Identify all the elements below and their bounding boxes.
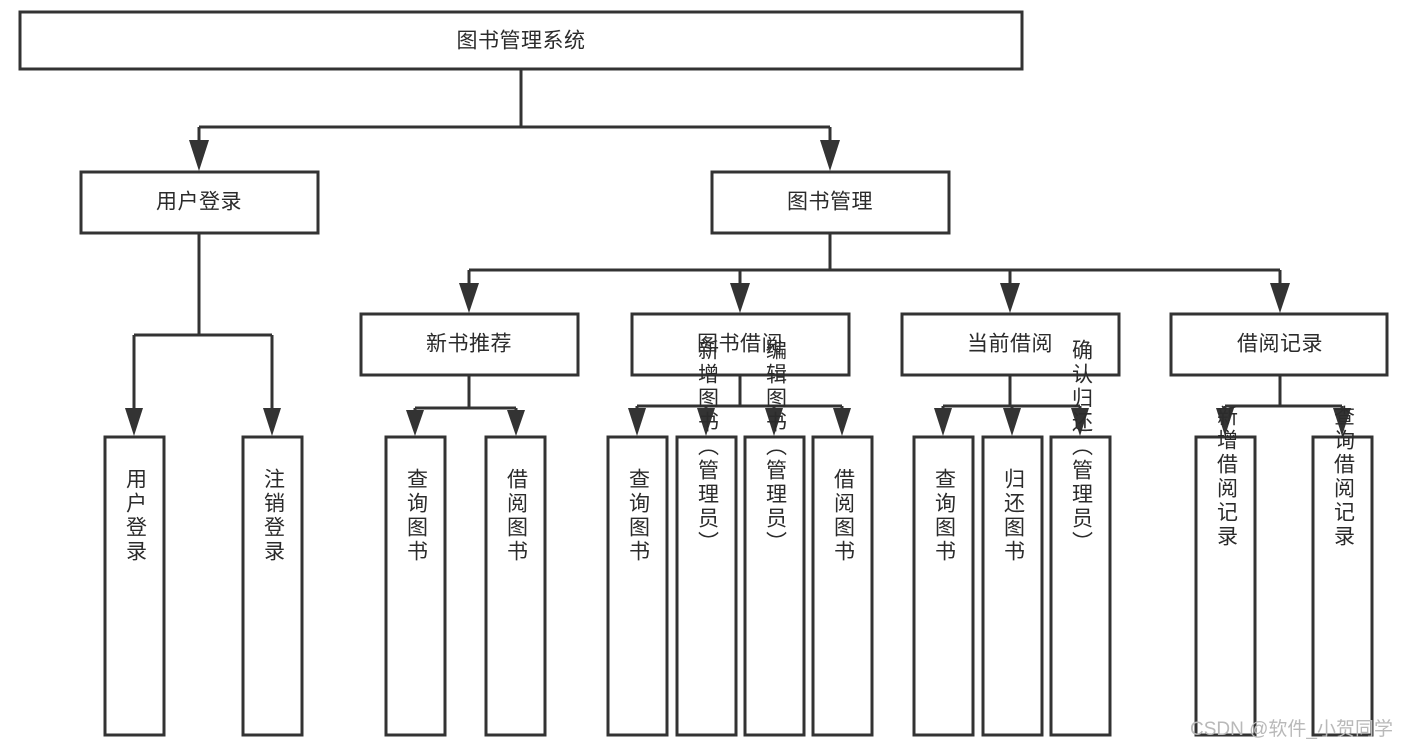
node-current-borrow[interactable]: 当前借阅 xyxy=(900,312,1121,377)
node-leaf-user-logout-box[interactable] xyxy=(241,435,304,737)
node-book-borrow-box[interactable] xyxy=(630,312,851,377)
node-leaf-query-book-2[interactable]: 查询图书 xyxy=(606,435,669,737)
node-leaf-borrow-book-2[interactable]: 借阅图书 xyxy=(811,435,874,737)
node-leaf-query-book-2-box[interactable] xyxy=(606,435,669,737)
arrowhead-leaf-borrow-book-1 xyxy=(507,410,525,436)
node-leaf-confirm-return-label: 确认归还（管理员） xyxy=(1070,339,1094,555)
arrowhead-leaf-add-book xyxy=(697,408,715,436)
node-new-book-rec[interactable]: 新书推荐 xyxy=(359,312,580,377)
node-leaf-borrow-book-1[interactable]: 借阅图书 xyxy=(484,435,547,737)
arrowhead-borrow-record xyxy=(1270,283,1290,313)
node-new-book-rec-label: 新书推荐 xyxy=(426,333,512,356)
node-leaf-query-book-2-label: 查询图书 xyxy=(627,468,651,564)
node-leaf-add-record[interactable]: 新增借阅记录 xyxy=(1194,405,1257,737)
node-leaf-add-record-label: 新增借阅记录 xyxy=(1215,405,1239,549)
arrowhead-leaf-query-record xyxy=(1333,408,1351,436)
node-leaf-user-login[interactable]: 用户登录 xyxy=(103,435,166,737)
arrowhead-leaf-query-book-3 xyxy=(934,408,952,436)
node-leaf-query-record[interactable]: 查询借阅记录 xyxy=(1311,405,1374,737)
node-book-manage-label: 图书管理 xyxy=(787,191,873,214)
node-leaf-query-book-3[interactable]: 查询图书 xyxy=(912,435,975,737)
node-book-borrow[interactable]: 图书借阅 xyxy=(630,312,851,377)
node-leaf-user-logout[interactable]: 注销登录 xyxy=(241,435,304,737)
arrowhead-leaf-user-logout xyxy=(263,408,281,436)
node-borrow-record-box[interactable] xyxy=(1169,312,1389,377)
node-leaf-query-record-box[interactable] xyxy=(1311,435,1374,737)
node-user-login[interactable]: 用户登录 xyxy=(79,170,320,235)
node-leaf-add-book[interactable]: 新增图书（管理员） xyxy=(675,339,738,737)
node-leaf-return-book-label: 归还图书 xyxy=(1002,468,1026,564)
node-leaf-edit-book-box[interactable] xyxy=(743,435,806,737)
node-borrow-record[interactable]: 借阅记录 xyxy=(1169,312,1389,377)
node-leaf-add-book-box[interactable] xyxy=(675,435,738,737)
node-leaf-query-book-1-box[interactable] xyxy=(384,435,447,737)
node-leaf-confirm-return[interactable]: 确认归还（管理员） xyxy=(1049,339,1112,737)
node-root-label: 图书管理系统 xyxy=(457,30,586,53)
node-user-login-box[interactable] xyxy=(79,170,320,235)
arrowhead-current-borrow xyxy=(1000,283,1020,313)
arrowhead-book-manage xyxy=(820,140,840,171)
node-leaf-return-book-box[interactable] xyxy=(981,435,1044,737)
node-leaf-query-record-label: 查询借阅记录 xyxy=(1332,405,1356,549)
node-leaf-user-login-box[interactable] xyxy=(103,435,166,737)
arrowhead-leaf-return-book xyxy=(1003,408,1021,436)
node-current-borrow-box[interactable] xyxy=(900,312,1121,377)
node-leaf-confirm-return-box[interactable] xyxy=(1049,435,1112,737)
arrowhead-new-book-rec xyxy=(459,283,479,313)
arrowhead-leaf-add-record xyxy=(1216,408,1234,436)
node-book-manage-box[interactable] xyxy=(710,170,951,235)
node-leaf-query-book-1[interactable]: 查询图书 xyxy=(384,435,447,737)
node-root-box[interactable] xyxy=(18,10,1024,71)
edges-layer xyxy=(125,69,1351,436)
arrowhead-leaf-query-book-2 xyxy=(628,408,646,436)
node-leaf-add-record-box[interactable] xyxy=(1194,435,1257,737)
node-leaf-edit-book-label: 编辑图书（管理员） xyxy=(764,339,788,555)
node-leaf-add-book-label: 新增图书（管理员） xyxy=(696,339,720,555)
node-current-borrow-label: 当前借阅 xyxy=(967,333,1053,356)
arrowhead-leaf-borrow-book-2 xyxy=(833,408,851,436)
node-leaf-borrow-book-1-box[interactable] xyxy=(484,435,547,737)
node-leaf-query-book-3-label: 查询图书 xyxy=(933,468,957,564)
arrowhead-leaf-edit-book xyxy=(765,408,783,436)
arrowhead-book-borrow xyxy=(730,283,750,313)
arrowhead-user-login xyxy=(189,140,209,171)
node-borrow-record-label: 借阅记录 xyxy=(1237,333,1323,356)
node-leaf-borrow-book-2-label: 借阅图书 xyxy=(832,468,856,564)
node-leaf-query-book-1-label: 查询图书 xyxy=(405,468,429,564)
node-leaf-query-book-3-box[interactable] xyxy=(912,435,975,737)
node-leaf-edit-book[interactable]: 编辑图书（管理员） xyxy=(743,339,806,737)
node-user-login-label: 用户登录 xyxy=(156,191,242,214)
arrowhead-leaf-user-login xyxy=(125,408,143,436)
arrowhead-leaf-query-book-1 xyxy=(406,410,424,436)
node-leaf-user-logout-label: 注销登录 xyxy=(262,468,286,564)
node-book-borrow-label: 图书借阅 xyxy=(697,333,783,356)
node-book-manage[interactable]: 图书管理 xyxy=(710,170,951,235)
node-root[interactable]: 图书管理系统 xyxy=(18,10,1024,71)
node-leaf-borrow-book-2-box[interactable] xyxy=(811,435,874,737)
node-leaf-return-book[interactable]: 归还图书 xyxy=(981,435,1044,737)
arrowhead-leaf-confirm-return xyxy=(1071,408,1089,436)
node-new-book-rec-box[interactable] xyxy=(359,312,580,377)
node-leaf-user-login-label: 用户登录 xyxy=(124,468,148,564)
node-leaf-borrow-book-1-label: 借阅图书 xyxy=(505,468,529,564)
